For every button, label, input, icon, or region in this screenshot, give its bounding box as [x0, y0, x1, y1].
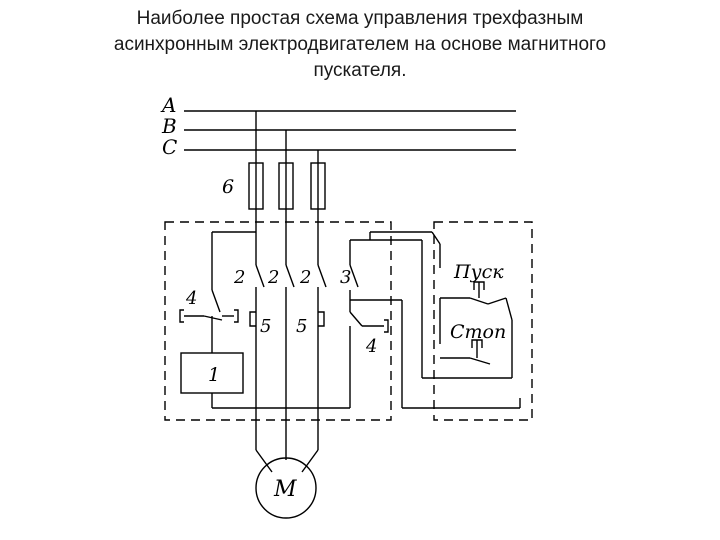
title-line-1: Наиболее простая схема управления трехфа…: [136, 8, 584, 29]
contact-3-label: 3: [340, 267, 351, 288]
motor-label: M: [273, 477, 297, 502]
contact-2b-label: 2: [267, 267, 279, 288]
stop-button-label[interactable]: Стоп: [450, 321, 506, 343]
contact-4-left-label: 4: [185, 288, 197, 309]
contact-4-right-label: 4: [365, 336, 377, 357]
motor: M: [255, 449, 319, 519]
motor-circle: [255, 457, 317, 519]
diagram-title: Наиболее простая схема управления трехфа…: [0, 6, 720, 84]
phase-c-label: C: [162, 135, 177, 159]
start-button-symbol[interactable]: [440, 281, 507, 305]
hold-circuit: 3 4: [340, 239, 521, 409]
coil-circuit: 4 1: [179, 231, 350, 409]
phase-b-label: B: [161, 114, 177, 138]
phase-bus: A B C: [160, 93, 516, 159]
contact-2c-label: 2: [299, 267, 311, 288]
contact-5-right-label: 5: [296, 316, 307, 337]
button-station-enclosure: [433, 221, 533, 421]
fuse-label: 6: [222, 176, 234, 198]
start-button-label[interactable]: Пуск: [453, 261, 504, 283]
coil-label: 1: [208, 364, 220, 386]
contact-5-left-label: 5: [260, 316, 271, 337]
title-line-3: пускателя.: [313, 60, 407, 81]
main-contacts: 2 2 2: [233, 209, 327, 450]
fuse-block: 6: [222, 111, 326, 210]
title-line-2: асинхронным электродвигателем на основе …: [113, 34, 607, 55]
contact-2a-label: 2: [233, 267, 245, 288]
phase-a-label: A: [160, 93, 176, 117]
stop-button-symbol[interactable]: [440, 339, 491, 365]
button-station: Пуск Стоп: [439, 261, 513, 365]
starter-enclosure: [164, 221, 392, 421]
thermal-relay-heaters: 5 5: [249, 311, 325, 337]
control-links: [369, 231, 513, 379]
